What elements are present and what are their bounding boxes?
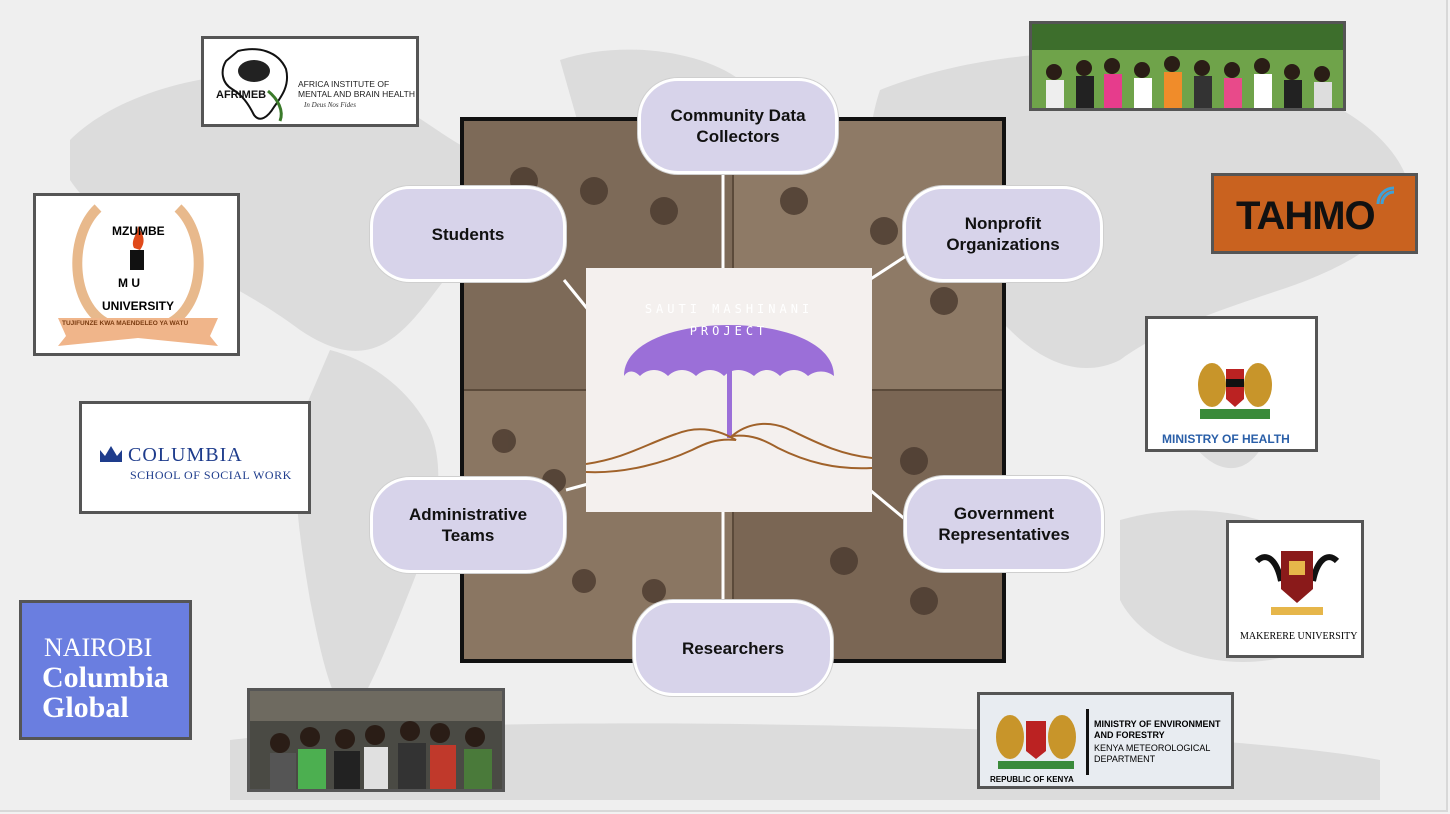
- tahmo-text: TAHMO: [1236, 194, 1376, 238]
- afrimeb-line2: MENTAL AND BRAIN HEALTH: [298, 89, 415, 99]
- nairobi-line2: Columbia: [42, 661, 169, 694]
- umbrella-hands-icon: [586, 325, 872, 474]
- nairobi-columbia-global-logo: NAIROBI Columbia Global: [19, 600, 192, 740]
- afrimeb-line1: AFRICA INSTITUTE OF: [298, 79, 390, 89]
- stakeholder-nonprofit-organizations: Nonprofit Organizations: [903, 186, 1103, 282]
- stakeholder-label: Government Representatives: [938, 504, 1070, 544]
- tahmo-logo: TAHMO: [1211, 173, 1418, 254]
- people-photo-placeholder: [1032, 24, 1343, 108]
- people-photo-placeholder: [250, 691, 502, 789]
- kenya-coat-of-arms-icon: [1198, 363, 1272, 419]
- afrimeb-logo: AFRIMEB AFRICA INSTITUTE OF MENTAL AND B…: [201, 36, 419, 127]
- stakeholder-label: Nonprofit Organizations: [946, 214, 1060, 254]
- makerere-university-logo: MAKERERE UNIVERSITY: [1226, 520, 1364, 658]
- nairobi-line1: NAIROBI: [44, 633, 153, 662]
- mzumbe-motto: TUJIFUNZE KWA MAENDELEO YA WATU: [62, 320, 189, 327]
- sauti-mashinani-project-logo: SAUTI MASHINANI PROJECT: [586, 268, 872, 512]
- project-title-line1: SAUTI MASHINANI: [644, 302, 814, 316]
- crown-icon: [100, 446, 122, 462]
- kenya-coat-of-arms-icon: [996, 715, 1076, 769]
- mzumbe-crest-icon: [58, 204, 218, 346]
- stakeholder-government-representatives: Government Representatives: [904, 476, 1104, 572]
- stakeholder-researchers: Researchers: [633, 600, 833, 696]
- afrimeb-abbr: AFRIMEB: [216, 89, 267, 101]
- kenya-met-line4: DEPARTMENT: [1094, 754, 1156, 764]
- project-title-line2: PROJECT: [689, 324, 769, 338]
- columbia-line2: SCHOOL OF SOCIAL WORK: [130, 468, 292, 482]
- kenya-footer-text: REPUBLIC OF KENYA: [990, 775, 1074, 784]
- columbia-social-work-logo: COLUMBIA SCHOOL OF SOCIAL WORK: [79, 401, 311, 514]
- stakeholder-community-data-collectors: Community Data Collectors: [638, 78, 838, 174]
- stakeholder-label: Researchers: [681, 638, 785, 658]
- stakeholder-students: Students: [370, 186, 566, 282]
- africa-brain-icon: [221, 48, 288, 122]
- moh-text: MINISTRY OF HEALTH: [1162, 432, 1290, 446]
- stakeholder-label: Community Data Collectors: [670, 106, 806, 146]
- signal-icon: [1376, 186, 1395, 205]
- group-photo-bottom-left: [247, 688, 505, 792]
- mzumbe-mu-text: M U: [118, 276, 140, 290]
- makerere-crest-icon: [1254, 551, 1340, 615]
- mzumbe-bottom-text: UNIVERSITY: [102, 299, 175, 313]
- kenya-met-line2: AND FORESTRY: [1094, 730, 1165, 740]
- kenya-meteorological-logo: REPUBLIC OF KENYA MINISTRY OF ENVIRONMEN…: [977, 692, 1234, 789]
- stakeholder-label: Administrative Teams: [408, 505, 528, 545]
- nairobi-line3: Global: [42, 691, 129, 724]
- stakeholder-label: Students: [431, 224, 505, 244]
- columbia-line1: COLUMBIA: [128, 444, 243, 466]
- mzumbe-university-logo: MZUMBE M U UNIVERSITY TUJIFUNZE KWA MAEN…: [33, 193, 240, 356]
- mzumbe-top-text: MZUMBE: [112, 224, 165, 238]
- divider: [1086, 709, 1089, 775]
- stakeholder-administrative-teams: Administrative Teams: [370, 477, 566, 573]
- kenya-met-line1: MINISTRY OF ENVIRONMENT: [1094, 719, 1221, 729]
- makerere-text: MAKERERE UNIVERSITY: [1240, 631, 1358, 642]
- group-photo-top-right: [1029, 21, 1346, 111]
- kenya-met-line3: KENYA METEOROLOGICAL: [1094, 743, 1211, 753]
- afrimeb-motto: In Deus Nos Fides: [304, 101, 356, 109]
- ministry-of-health-logo: MINISTRY OF HEALTH: [1145, 316, 1318, 452]
